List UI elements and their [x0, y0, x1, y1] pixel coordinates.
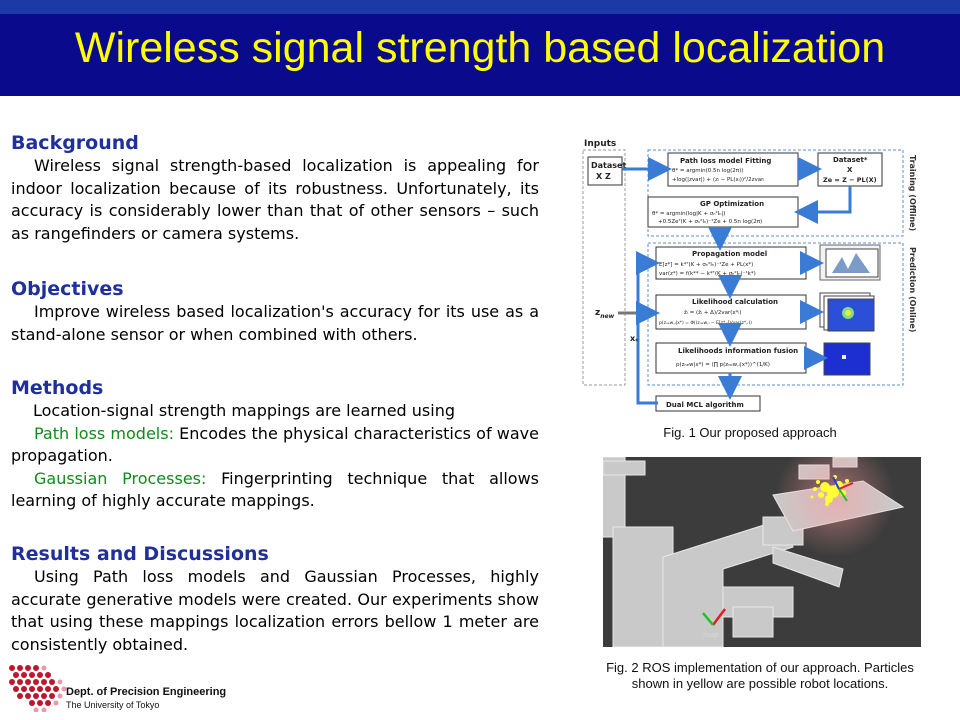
fusion-thumbnail: [823, 342, 871, 376]
dept-logo: Dept. of Precision Engineering The Unive…: [6, 662, 246, 714]
dataset-star-eq: Ze = Z − PL(X): [823, 176, 877, 184]
page-title: Wireless signal strength based localizat…: [74, 24, 886, 72]
results-text: Using Path loss models and Gaussian Proc…: [11, 567, 539, 654]
approach-diagram: Inputs Dataset X Z Training (Offline) Pa…: [582, 139, 917, 412]
fusion-eq: p(zₙₑw|x*) = (∏ p(zₙₑw,ᵢ|x*))^(1/K): [676, 362, 770, 368]
likelihood-thumbnails: [819, 292, 875, 332]
results-heading: Results and Discussions: [11, 543, 269, 565]
map-origin-axes: [702, 608, 726, 626]
dataset-star-x: X: [847, 166, 853, 174]
figure2-caption-line1: Fig. 2 ROS implementation of our approac…: [606, 660, 914, 675]
methods-intro-text: Location-signal strength mappings are le…: [33, 401, 455, 420]
gp-box: [647, 196, 799, 228]
dataset-box: [587, 156, 623, 186]
background-text: Wireless signal strength-based localizat…: [11, 156, 539, 243]
dept-name: Dept. of Precision Engineering: [66, 686, 227, 698]
path-loss-term: Path loss models:: [34, 423, 174, 443]
objectives-section: Objectives Improve wireless based locali…: [11, 277, 539, 346]
figure1-caption: Fig. 1 Our proposed approach: [663, 425, 837, 440]
arrow-dataset-star-to-gp: [794, 186, 852, 224]
propagation-thumbnails: [819, 244, 881, 281]
methods-heading: Methods: [11, 377, 104, 399]
figure2-caption-line2: shown in yellow are possible robot locat…: [631, 676, 889, 691]
inputs-region: [582, 149, 626, 386]
methods-item-path-loss: Path loss models: Encodes the physical c…: [11, 423, 539, 468]
title-accent-stripe: [0, 0, 960, 14]
prop-eq2: var(z*) = f(k** − k*ᵀ(K + σₙ²Iₙ)⁻¹k*): [659, 270, 756, 277]
fusion-title: Likelihoods information fusion: [678, 347, 798, 355]
dataset-star-title: Dataset*: [833, 156, 868, 164]
particle-cloud: [810, 475, 849, 506]
xstar-main: x: [630, 334, 636, 343]
arrow-xstar-loop: [636, 251, 660, 405]
gp-desc: Fingerprinting technique that allows lea…: [11, 468, 540, 511]
gp-eq1: θ* = argmin(log|K + σₙ²Iₙ|): [652, 210, 725, 217]
path-loss-title: Path loss model Fitting: [680, 157, 771, 165]
dataset-label: Dataset: [591, 161, 626, 170]
background-section: Background Wireless signal strength-base…: [11, 131, 539, 245]
dataset-vars: X Z: [596, 172, 611, 181]
path-loss-eq2: +log(|zvar|) + (zᵢ − PL(xᵢ))²/2zvarᵢ: [672, 176, 764, 183]
figure2-caption: Fig. 2 ROS implementation of our approac…: [585, 660, 935, 692]
path-loss-desc: Encodes the physical characteristics of …: [11, 423, 539, 466]
xstar-label: x*: [630, 334, 639, 345]
prop-eq1: E[z*] = k*ᵀ(K + σₙ²Iₙ)⁻¹Ze + PL(x*): [659, 261, 753, 268]
results-section: Results and Discussions Using Path loss …: [11, 542, 539, 656]
title-bar: Wireless signal strength based localizat…: [0, 0, 960, 96]
dual-mcl-label: Dual MCL algorithm: [666, 401, 744, 409]
objectives-text: Improve wireless based localization's ac…: [11, 302, 539, 344]
xstar-sub: *: [635, 338, 639, 345]
path-loss-eq1: θ* = argmin(0.5n log(2π)): [672, 168, 743, 174]
dots-logo-icon: [9, 665, 67, 712]
univ-name: The University of Tokyo: [66, 700, 160, 710]
lik-eq2: p(zₙₑw,ᵢ|x*) = Φ((zₙₑw,ᵢ − E[z*,ᵢ])/var(…: [659, 320, 752, 326]
prop-title: Propagation model: [692, 250, 767, 258]
gp-eq2: +0.5Zeᵀ(K + σₙ²Iₙ)⁻¹Ze + 0.5n log(2π): [658, 218, 762, 225]
objectives-heading: Objectives: [11, 278, 124, 300]
znew-main: z: [595, 308, 600, 318]
robot-pose-axes: [832, 476, 854, 502]
training-region: [647, 149, 904, 237]
particle-glow: [775, 457, 895, 557]
ros-map-view: map: [603, 457, 921, 647]
background-heading: Background: [11, 132, 139, 154]
methods-section: Methods Location-signal strength mapping…: [11, 376, 539, 513]
fusion-box: [655, 342, 807, 374]
lik-eq1: ẑᵢ = (ẑᵢ + Δ)/2var(x*ᵢ): [684, 309, 742, 316]
znew-sub: new: [600, 313, 614, 320]
gp-term: Gaussian Processes:: [34, 468, 207, 488]
training-label: Training (Offline): [908, 155, 917, 231]
znew-label: znew: [595, 308, 615, 320]
map-frame-label: map: [703, 631, 719, 639]
prediction-label: Prediction (Online): [908, 247, 917, 332]
inputs-label: Inputs: [584, 139, 616, 149]
methods-item-gp: Gaussian Processes: Fingerprinting techn…: [11, 468, 539, 513]
lik-title: Likelihood calculation: [692, 298, 778, 306]
methods-intro: Location-signal strength mappings are le…: [11, 400, 539, 423]
gp-title: GP Optimization: [700, 200, 764, 208]
